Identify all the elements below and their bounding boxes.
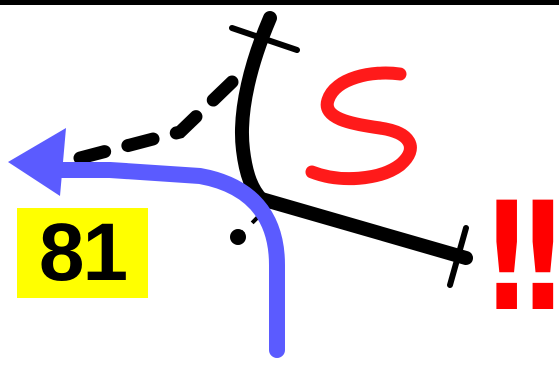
route-number-badge: 81: [17, 208, 148, 298]
warning-marks: !!: [480, 171, 559, 345]
branch-road-right: [251, 191, 473, 265]
junction-dot-stroke: [236, 203, 272, 239]
main-road: [235, 11, 277, 207]
top-border: [0, 0, 559, 5]
dashed-side-road: [73, 75, 239, 165]
route-arrow-head: [8, 128, 66, 196]
route-number: 81: [38, 207, 128, 298]
road-end-tick-top: [229, 25, 300, 53]
road-end-tick-right: [447, 225, 469, 288]
s-curve-icon: [305, 66, 417, 186]
route-arrow-icon: [50, 162, 285, 358]
